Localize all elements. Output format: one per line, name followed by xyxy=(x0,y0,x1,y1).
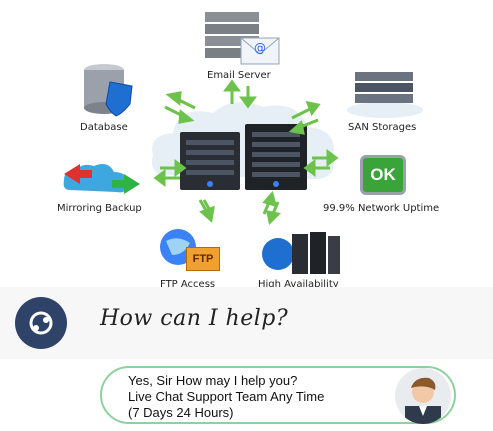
san-storages-label: SAN Storages xyxy=(348,122,417,133)
email-server-icon: @ xyxy=(205,12,280,65)
help-prompt-text: How can I help? xyxy=(100,306,289,331)
email-server-label: Email Server xyxy=(207,70,271,81)
ftp-access-label: FTP Access xyxy=(160,279,216,290)
chat-launcher-button[interactable] xyxy=(15,297,67,349)
chat-line-2: Live Chat Support Team Any Time xyxy=(128,389,325,404)
high-availability-label: High Availability xyxy=(258,279,339,290)
database-icon xyxy=(84,64,133,117)
connection-arrows xyxy=(153,79,339,226)
hosting-features-diagram: @ Email Server Database SAN Storages Mir… xyxy=(57,12,440,290)
support-agent-avatar xyxy=(395,368,451,424)
central-server-rack-icon xyxy=(180,124,307,190)
mirroring-backup-icon xyxy=(63,164,140,194)
chat-line-3: (7 Days 24 Hours) xyxy=(128,405,234,420)
high-availability-icon xyxy=(262,232,340,274)
mirroring-backup-label: Mirroring Backup xyxy=(57,203,142,214)
ok-status-badge: OK xyxy=(360,155,406,195)
chat-bubble-icon xyxy=(29,311,53,335)
svg-text:@: @ xyxy=(254,41,266,55)
network-uptime-label: 99.9% Network Uptime xyxy=(323,203,440,214)
help-banner xyxy=(0,287,493,359)
database-label: Database xyxy=(80,122,128,133)
san-storage-icon xyxy=(347,72,423,118)
chat-line-1: Yes, Sir How may I help you? xyxy=(128,373,298,388)
ftp-badge: FTP xyxy=(186,247,220,271)
